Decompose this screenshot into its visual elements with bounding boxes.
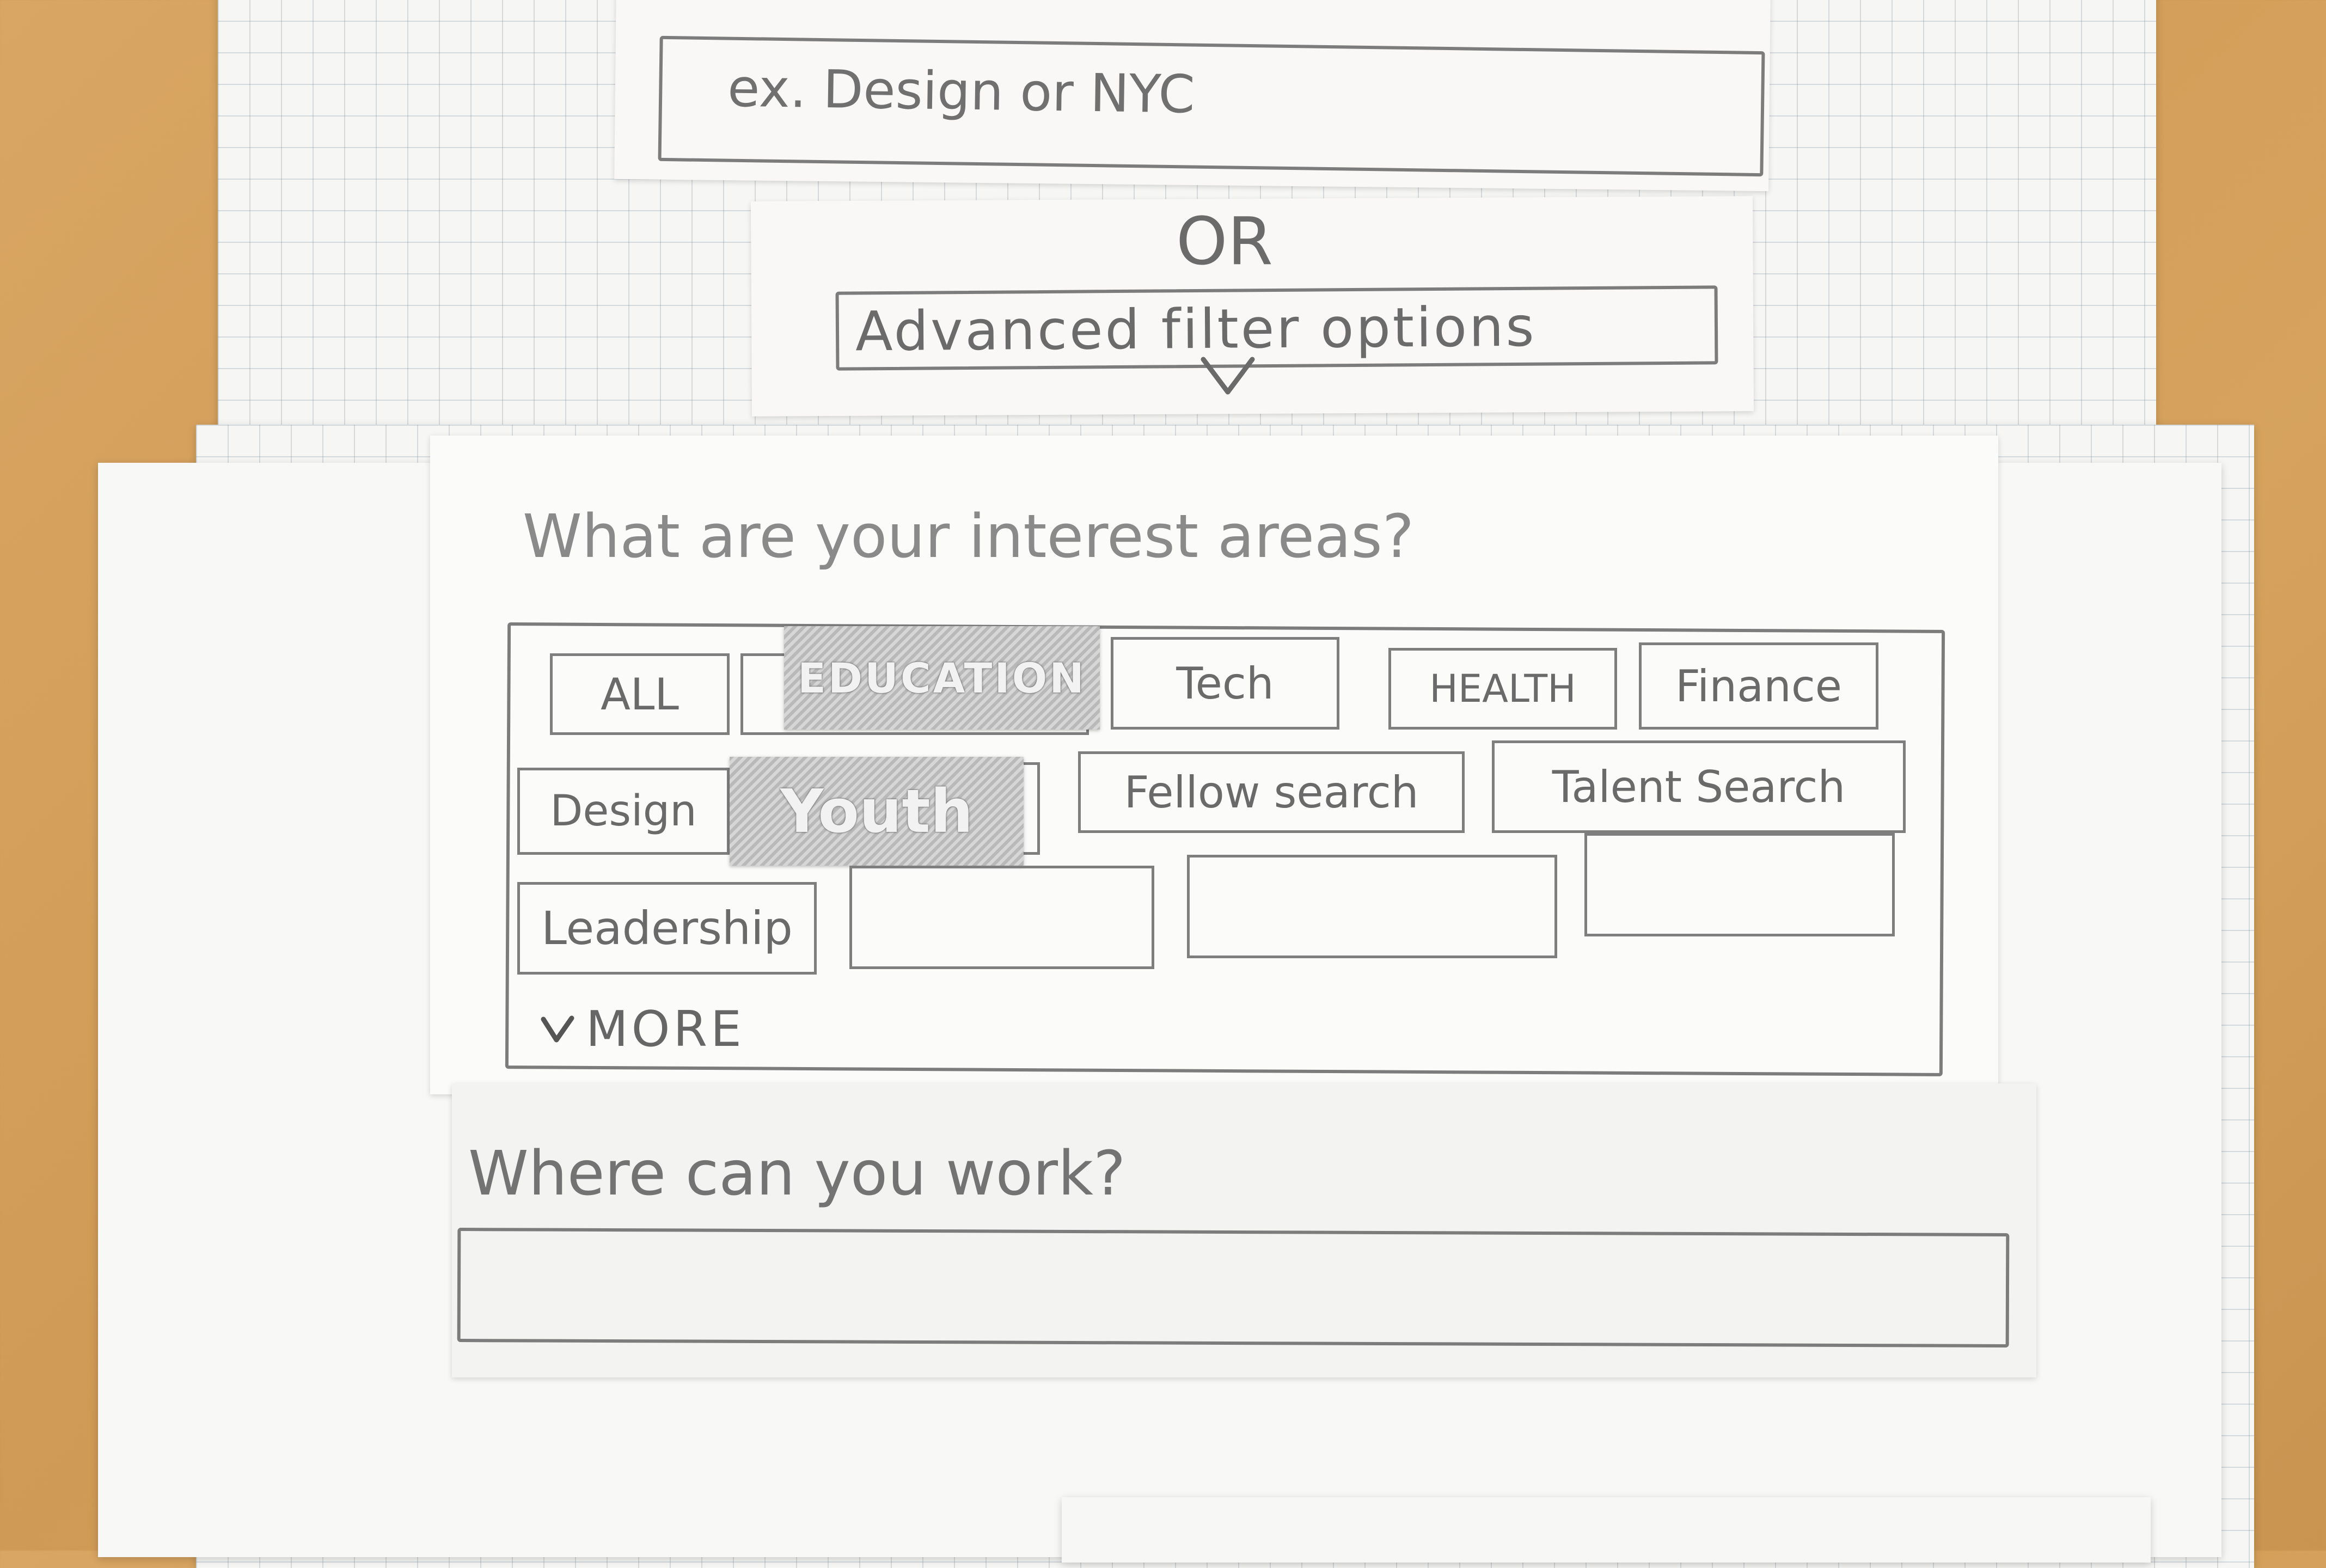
- tag-leadership[interactable]: Leadership: [517, 882, 817, 975]
- more-toggle[interactable]: MORE: [539, 999, 745, 1059]
- advanced-filter-label: Advanced filter options: [855, 295, 1537, 364]
- work-location-card: [452, 1083, 2036, 1377]
- work-location-input[interactable]: [457, 1228, 2010, 1347]
- bottom-paper-sheet: [1062, 1497, 2151, 1563]
- tag-all-label: ALL: [601, 669, 679, 720]
- tag-design[interactable]: Design: [517, 768, 730, 855]
- tag-empty-2[interactable]: [1187, 855, 1557, 958]
- tag-fellow-search-label: Fellow search: [1124, 767, 1419, 818]
- keyword-search-input[interactable]: ex. Design or NYC: [658, 35, 1765, 177]
- chevron-down-icon: [541, 1015, 574, 1043]
- tag-fellow-search[interactable]: Fellow search: [1078, 751, 1465, 833]
- interest-areas-question: What are your interest areas?: [523, 501, 1415, 571]
- work-location-question: Where can you work?: [468, 1138, 1126, 1209]
- or-separator: OR: [1176, 204, 1273, 280]
- tag-tech-label: Tech: [1176, 658, 1274, 709]
- tag-finance-label: Finance: [1675, 660, 1843, 712]
- tag-talent-search-label: Talent Search: [1552, 761, 1846, 812]
- tag-design-label: Design: [550, 787, 697, 836]
- tag-tech[interactable]: Tech: [1111, 637, 1339, 730]
- tag-education[interactable]: EDUCATION: [784, 626, 1100, 730]
- tag-health[interactable]: HEALTH: [1388, 648, 1617, 730]
- tag-finance[interactable]: Finance: [1639, 642, 1878, 730]
- tag-education-label: EDUCATION: [798, 653, 1086, 702]
- more-toggle-label: MORE: [586, 1000, 745, 1058]
- tag-youth-label: Youth: [780, 776, 974, 846]
- tag-talent-search[interactable]: Talent Search: [1492, 740, 1906, 833]
- tag-empty-3[interactable]: [1584, 833, 1895, 936]
- tag-all[interactable]: ALL: [550, 653, 730, 735]
- tag-leadership-label: Leadership: [541, 902, 793, 955]
- advanced-filter-button[interactable]: Advanced filter options: [835, 285, 1718, 371]
- keyword-search-placeholder: ex. Design or NYC: [727, 57, 1196, 125]
- interest-areas-card: [430, 436, 1998, 1094]
- tag-youth[interactable]: Youth: [730, 757, 1024, 866]
- tag-health-label: HEALTH: [1429, 666, 1576, 711]
- chevron-down-icon[interactable]: [1198, 354, 1258, 397]
- tag-empty-1[interactable]: [849, 866, 1154, 969]
